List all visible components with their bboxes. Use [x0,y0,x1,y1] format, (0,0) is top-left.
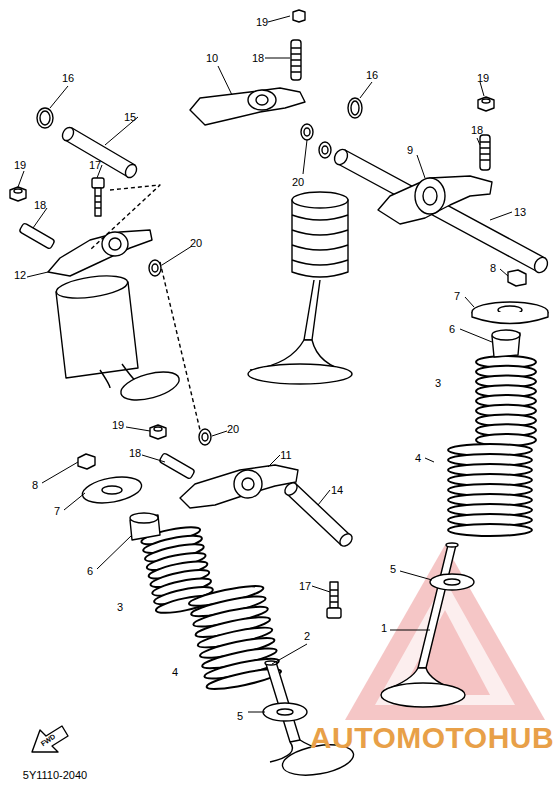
callout-number: 11 [280,450,291,461]
valve [381,543,474,707]
callout-number: 5 [390,564,396,575]
rocker-arm [48,230,152,276]
callout-number: 1 [381,623,387,634]
callout-number: 17 [299,581,311,592]
callout-number: 5 [237,711,243,722]
callout-number: 7 [54,506,60,517]
watermark-logo [345,545,545,720]
rocker-shaft [283,481,355,549]
spring-coil [448,444,532,536]
assembly-line [90,185,160,250]
callout-number: 13 [514,207,526,218]
spring-coil [448,524,532,536]
spring-coil [476,356,536,446]
valve-lifter [55,272,182,405]
callout-number: 3 [435,378,441,389]
callout-number: 7 [454,291,460,302]
callout-number: 4 [415,453,421,464]
lock-nut [10,97,494,439]
o-ring [40,111,50,125]
watermark: AUTOMOTOHUB [310,723,554,753]
callout-number: 2 [304,631,310,642]
callout-number: 19 [14,160,26,171]
rocker-arm [180,465,298,508]
callout-number: 20 [227,424,239,435]
callout-number: 15 [124,112,136,123]
callout-number: 18 [129,448,141,459]
callout-number: 18 [471,125,483,136]
spring-coil [188,582,283,693]
callout-number: 9 [407,145,413,156]
callout-number: 6 [87,566,93,577]
valve [263,661,356,780]
callout-number: 3 [117,602,123,613]
callout-number: 4 [172,667,178,678]
callout-number: 12 [14,270,26,281]
callout-number: 20 [292,177,304,188]
callout-number: 16 [366,70,378,81]
o-ring [351,101,359,115]
spring-retainer [78,454,160,540]
assembly-line [160,262,200,430]
callout-number: 8 [490,263,496,274]
callout-number: 17 [89,160,101,171]
o-ring [37,108,53,128]
callout-number: 19 [477,73,489,84]
callout-number: 19 [256,17,268,28]
thrust-washer [149,124,331,445]
leader-lines [18,16,512,712]
callout-number: 16 [62,73,74,84]
o-ring [348,98,362,118]
rocker-shaft [332,147,550,275]
callout-number: 6 [449,324,455,335]
callout-number: 14 [331,485,343,496]
callout-number: 18 [34,200,46,211]
rocker-arm [378,176,492,224]
valve [248,192,352,384]
callout-number: 20 [190,238,202,249]
callout-number: 18 [252,53,264,64]
spring-retainer [472,270,548,357]
adjusting-screw [19,135,490,479]
fwd-arrow [32,726,68,752]
callout-number: 8 [32,480,38,491]
valve-springs [140,356,536,693]
callout-number: 19 [112,420,124,431]
callout-number: 10 [206,53,218,64]
diagram-code: 5Y1110-2040 [23,770,87,781]
rocker-arm [190,10,305,125]
rocker-shaft [60,125,139,179]
